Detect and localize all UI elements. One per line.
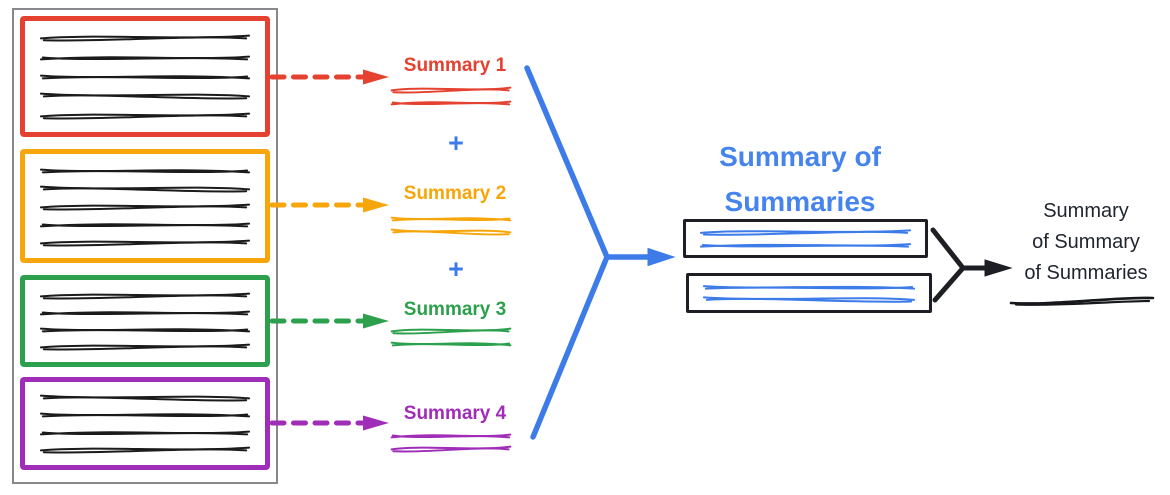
- document-text-line: [39, 292, 251, 300]
- summary-2-label: Summary 2: [403, 183, 507, 204]
- final-line-2: of Summary: [1032, 231, 1140, 253]
- document-text-line: [39, 310, 251, 316]
- document-text-line: [39, 430, 251, 435]
- document-text-line: [39, 203, 251, 211]
- merged-summary-text-line: [699, 242, 912, 248]
- document-text-line: [39, 185, 251, 193]
- summary-1-scribble: [390, 84, 512, 108]
- red-dashed-arrow-icon: [269, 69, 389, 85]
- document-text-line: [39, 168, 251, 173]
- summary-3-scribble: [390, 325, 512, 349]
- title-line-2: Summaries: [724, 186, 876, 217]
- blue-merge-arrow-icon: [524, 65, 676, 440]
- document-text-line: [39, 74, 251, 80]
- document-box-1: [20, 16, 270, 137]
- title-line-1: Summary of: [719, 141, 881, 172]
- merged-summary-box-1: [683, 219, 928, 258]
- summary-2-scribble: [390, 213, 512, 237]
- document-box-2: [20, 149, 270, 263]
- document-text-line: [39, 55, 251, 60]
- summary-1-label: Summary 1: [403, 55, 507, 76]
- document-text-line: [39, 112, 251, 120]
- final-line-3: of Summaries: [1024, 262, 1148, 284]
- underline-scribble: [1009, 296, 1155, 307]
- summary-of-summaries-title: Summary of Summaries: [675, 134, 925, 224]
- document-box-3: [20, 275, 270, 367]
- document-text-line: [39, 34, 251, 42]
- plus-sign-2: +: [448, 254, 464, 284]
- merged-summary-text-line: [702, 284, 916, 290]
- document-box-4: [20, 377, 270, 470]
- summary-text-line: [390, 216, 512, 222]
- document-text-line: [39, 222, 251, 227]
- summary-text-line: [390, 327, 512, 335]
- final-line-1: Summary: [1043, 200, 1129, 222]
- summary-4-scribble: [390, 430, 512, 454]
- document-text-line: [39, 239, 251, 247]
- summary-3-label: Summary 3: [403, 299, 507, 320]
- final-summary-scribble: [1008, 293, 1156, 307]
- purple-dashed-arrow-icon: [269, 415, 389, 431]
- final-summary-title: Summary of Summary of Summaries: [1006, 196, 1166, 289]
- green-dashed-arrow-icon: [269, 313, 389, 329]
- summary-text-line: [390, 433, 512, 439]
- document-text-line: [39, 327, 251, 333]
- document-text-line: [39, 412, 251, 418]
- black-merge-arrow-icon: [930, 227, 1013, 303]
- summary-text-line: [390, 100, 512, 106]
- merged-summary-text-line: [702, 296, 916, 304]
- orange-dashed-arrow-icon: [269, 197, 389, 213]
- document-text-line: [39, 343, 251, 351]
- plus-sign-1: +: [448, 128, 464, 158]
- merged-summary-text-line: [699, 229, 912, 237]
- summary-4-label: Summary 4: [403, 403, 507, 424]
- summary-text-line: [390, 445, 512, 453]
- document-text-line: [39, 446, 251, 454]
- summary-text-line: [390, 341, 512, 347]
- summary-text-line: [390, 228, 512, 236]
- document-text-line: [39, 93, 251, 100]
- source-documents-panel: [12, 8, 278, 484]
- summary-text-line: [390, 86, 512, 94]
- document-text-line: [39, 394, 251, 402]
- merged-summary-box-2: [686, 273, 932, 313]
